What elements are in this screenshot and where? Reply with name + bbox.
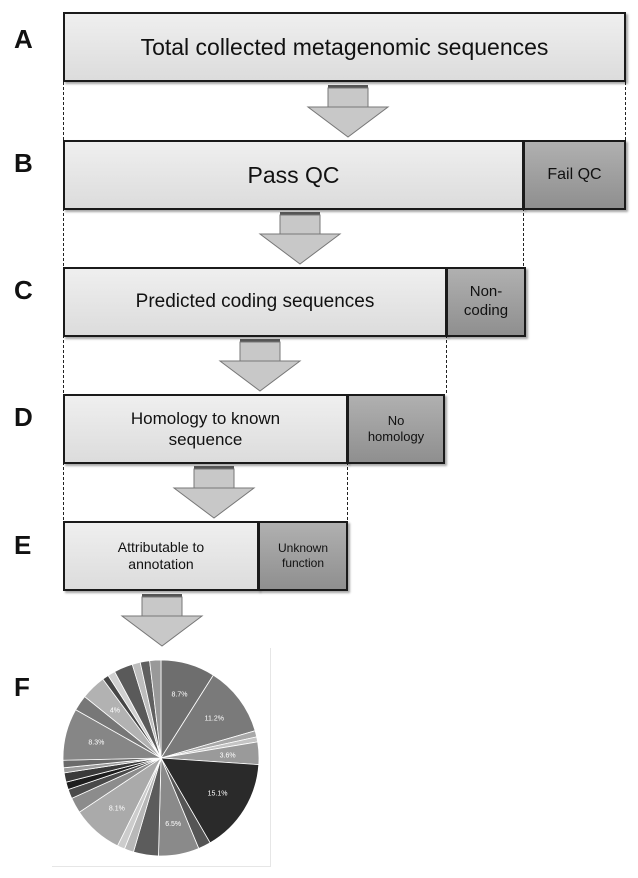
fail-qc-box: Fail QC bbox=[523, 140, 626, 210]
no-homology-box: No homology bbox=[347, 394, 445, 464]
no-homology-label: No homology bbox=[367, 412, 425, 444]
dashed-connector bbox=[63, 335, 64, 393]
homology-label: Homology to known sequence bbox=[130, 408, 281, 449]
panel-label-e: E bbox=[14, 530, 32, 560]
pie-slice-label: 11.2% bbox=[205, 716, 224, 723]
pass-qc-box: Pass QC bbox=[63, 140, 524, 210]
dashed-connector bbox=[347, 462, 348, 520]
dashed-connector bbox=[63, 462, 64, 520]
dashed-connector bbox=[63, 82, 64, 140]
pie-slice-label: 4% bbox=[110, 707, 120, 714]
panel-label-b: B bbox=[14, 148, 33, 178]
unknown-function-label: Unknown function bbox=[277, 541, 329, 570]
dashed-connector bbox=[63, 208, 64, 266]
total-sequences-label: Total collected metagenomic sequences bbox=[140, 33, 549, 60]
pie-slice bbox=[160, 757, 260, 844]
pie-slice-label: 15.1% bbox=[208, 791, 228, 798]
unknown-function-box: Unknown function bbox=[258, 521, 348, 591]
panel-label-d: D bbox=[14, 402, 33, 432]
pie-slice-label: 8.1% bbox=[109, 806, 125, 813]
dashed-connector bbox=[523, 208, 524, 266]
down-arrow-icon bbox=[258, 212, 342, 265]
homology-box: Homology to known sequence bbox=[63, 394, 348, 464]
down-arrow-icon bbox=[172, 466, 256, 519]
non-coding-box: Non-coding bbox=[446, 267, 526, 337]
total-sequences-box: Total collected metagenomic sequences bbox=[63, 12, 626, 82]
fail-qc-label: Fail QC bbox=[547, 166, 602, 183]
down-arrow-icon bbox=[218, 339, 302, 392]
dashed-connector bbox=[625, 82, 626, 140]
coding-sequences-box: Predicted coding sequences bbox=[63, 267, 447, 337]
coding-sequences-label: Predicted coding sequences bbox=[135, 291, 375, 313]
down-arrow-icon bbox=[120, 594, 204, 647]
panel-label-f: F bbox=[14, 672, 30, 702]
pie-slice-label: 8.7% bbox=[172, 692, 188, 699]
non-coding-label: Non-coding bbox=[463, 283, 509, 319]
pie-slice-label: 8.3% bbox=[88, 739, 104, 746]
pie-slice bbox=[149, 659, 162, 759]
panel-label-c: C bbox=[14, 275, 33, 305]
dashed-connector bbox=[446, 335, 447, 393]
pie-chart: 8.7% 11.2% 3.6% 15.1% 6.5% 8.1% 8.3% 4% bbox=[62, 659, 260, 857]
down-arrow-icon bbox=[306, 85, 390, 138]
pass-qc-label: Pass QC bbox=[247, 161, 340, 188]
pie-slice-label: 6.5% bbox=[165, 821, 181, 828]
annotation-label: Attributable to annotation bbox=[117, 538, 205, 573]
annotation-box: Attributable to annotation bbox=[63, 521, 259, 591]
panel-label-a: A bbox=[14, 24, 33, 54]
pie-chart-panel: 8.7% 11.2% 3.6% 15.1% 6.5% 8.1% 8.3% 4% bbox=[52, 648, 271, 867]
pie-slice-label: 3.6% bbox=[220, 752, 236, 759]
